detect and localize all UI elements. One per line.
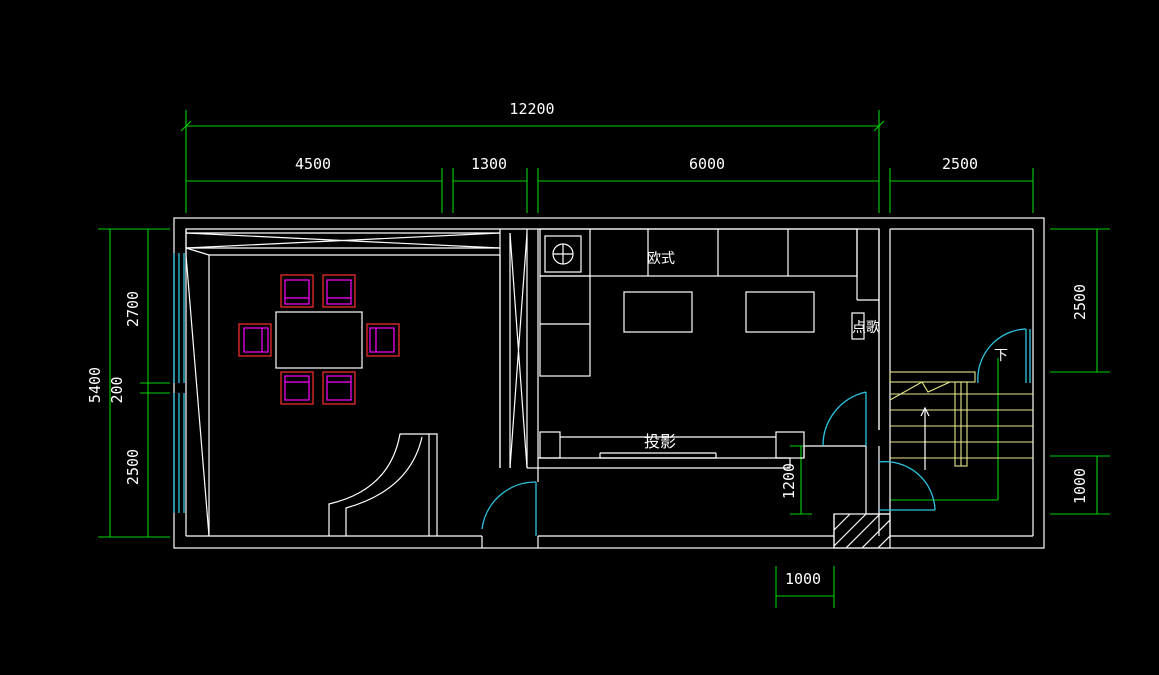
dim-overall: 12200 (509, 100, 554, 118)
dim-left-top: 2700 (124, 291, 142, 327)
dining-table (275, 311, 363, 369)
dim-right-bottom: 1000 (1071, 468, 1089, 504)
door-corridor-top (822, 391, 867, 447)
dim-left-mid: 200 (108, 376, 126, 403)
left-window (173, 253, 185, 513)
chair-bottom-left (280, 371, 314, 405)
left-room-ceiling-trim (185, 229, 528, 537)
dim-left-bottom: 2500 (124, 449, 142, 485)
dimension-lines (98, 110, 1110, 608)
label-european-sofa: 欧式 (647, 251, 675, 267)
chair-top-right (322, 274, 356, 308)
curved-bar-counter (328, 433, 438, 536)
speaker-icon (544, 235, 582, 273)
chair-right (366, 323, 400, 357)
dim-segment-1: 4500 (295, 155, 331, 173)
dining-chairs (238, 274, 400, 405)
staircase (889, 371, 1033, 467)
dim-left-total: 5400 (86, 367, 104, 403)
karaoke-station (851, 312, 865, 340)
dim-segment-3: 6000 (689, 155, 725, 173)
coffee-table-right (745, 291, 815, 333)
chair-top-left (280, 274, 314, 308)
door-corridor-right (878, 460, 936, 511)
door-stair-room (977, 328, 1031, 384)
walls (173, 217, 1045, 549)
label-stairs-down: 下 (994, 348, 1008, 364)
coffee-table-left (623, 291, 693, 333)
dim-segment-4: 2500 (942, 155, 978, 173)
dim-door-height: 1200 (780, 463, 798, 499)
hatch-column (833, 513, 891, 549)
door-middle-room (481, 481, 537, 536)
label-projection: 投影 (644, 432, 676, 451)
stair-direction-arrow (920, 406, 930, 470)
dim-right-top: 2500 (1071, 284, 1089, 320)
chair-left (238, 323, 272, 357)
label-karaoke: 点歌 (852, 320, 880, 336)
dim-bottom-width: 1000 (785, 570, 821, 588)
sofa-set (539, 228, 879, 377)
chair-bottom-right (322, 371, 356, 405)
dim-segment-2: 1300 (471, 155, 507, 173)
projection-screen (539, 431, 805, 459)
